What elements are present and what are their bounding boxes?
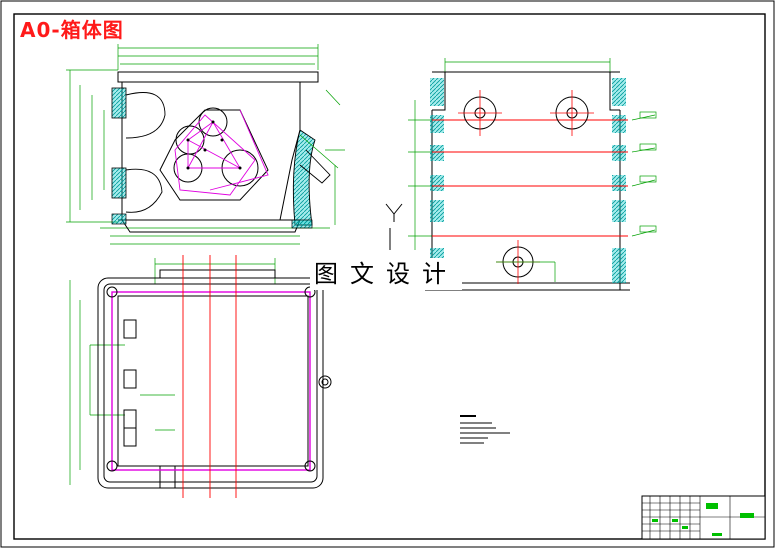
- top-outline: [97, 269, 324, 489]
- side-bearing-holes: [458, 90, 594, 284]
- watermark-text: 图文设计: [310, 258, 462, 290]
- inner-frame: [13, 13, 766, 540]
- front-right-boss: [292, 129, 339, 226]
- drawing-number-mark: [740, 513, 754, 518]
- title-block-mark: [706, 503, 718, 509]
- top-dimensions: [69, 258, 276, 485]
- drawing-title: A0-箱体图: [20, 18, 124, 42]
- notes-lines: [460, 422, 510, 444]
- top-gasket-line: [111, 291, 311, 471]
- side-section-view: [385, 58, 657, 291]
- section-arrow: [385, 203, 403, 250]
- front-view: [66, 44, 345, 245]
- title-block: [641, 495, 766, 540]
- side-hatched-walls: [430, 78, 626, 283]
- top-shaft-lines: [182, 255, 237, 498]
- top-view: [69, 255, 332, 498]
- front-base: [111, 213, 313, 229]
- technical-notes: [460, 415, 510, 444]
- top-corner-bolts: [106, 286, 332, 472]
- front-gear-layout: [159, 107, 269, 201]
- side-shaft-lines: [432, 119, 628, 237]
- front-left-bosses: [111, 87, 166, 213]
